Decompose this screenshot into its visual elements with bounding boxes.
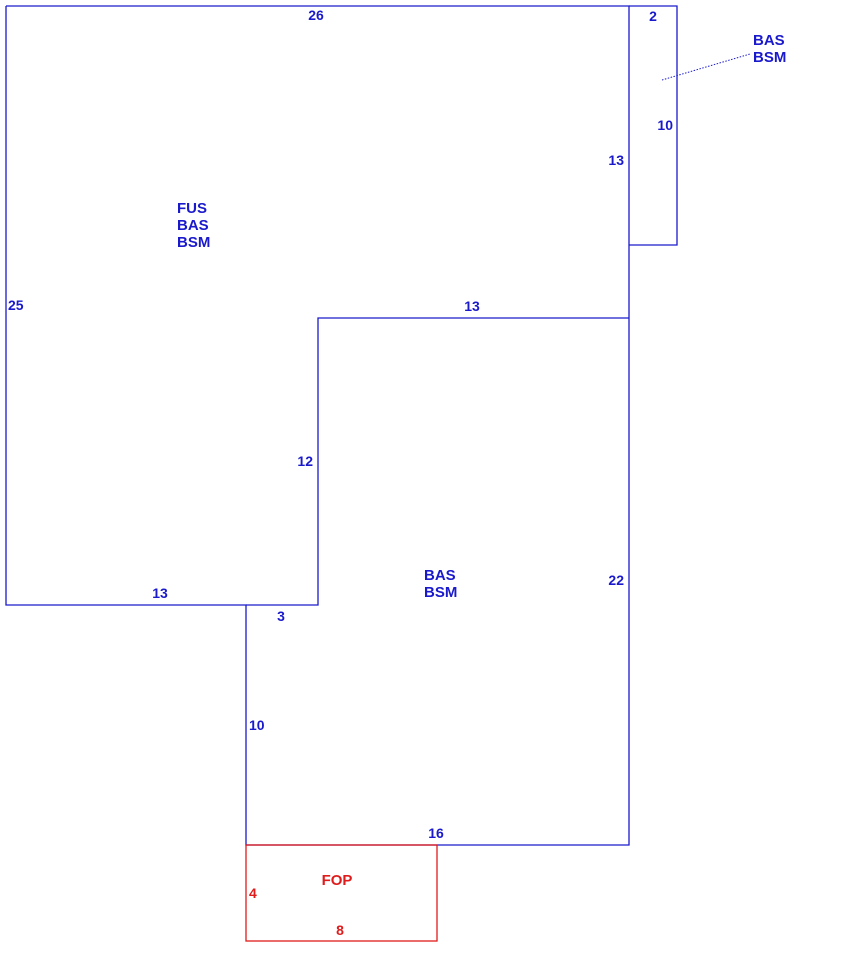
bump-code-1: BAS [753, 32, 785, 49]
porch-outline [245, 844, 438, 942]
dim-bump-side: 10 [657, 117, 673, 133]
dim-porch-side: 4 [249, 885, 257, 901]
porch-code: FOP [322, 872, 353, 889]
dim-main-top: 26 [308, 7, 324, 23]
bump-out-codes: BAS BSM [753, 32, 786, 66]
dim-addition-left: 10 [249, 717, 265, 733]
main-code-2: BAS [177, 217, 209, 234]
dim-step-top: 13 [464, 298, 480, 314]
dim-addition-step: 3 [277, 608, 285, 624]
main-code-1: FUS [177, 200, 207, 217]
dim-addition-bottom: 16 [428, 825, 444, 841]
living-area-outline [5, 5, 678, 846]
addition-code-2: BSM [424, 584, 457, 601]
bump-out-outline [629, 5, 678, 246]
dim-step-side: 12 [297, 453, 313, 469]
dim-main-bottom: 13 [152, 585, 168, 601]
dim-main-left: 25 [8, 297, 24, 313]
interior-partition [246, 317, 629, 606]
bump-code-2: BSM [753, 49, 786, 66]
main-block-codes: FUS BAS BSM [177, 200, 210, 251]
dim-addition-right: 22 [608, 572, 624, 588]
dim-main-inner-right: 13 [608, 152, 624, 168]
main-code-3: BSM [177, 234, 210, 251]
dim-porch-bottom: 8 [336, 922, 344, 938]
bump-out-leader-line [661, 53, 751, 81]
addition-block-codes: BAS BSM [424, 567, 457, 601]
addition-code-1: BAS [424, 567, 456, 584]
dim-bump-top: 2 [649, 8, 657, 24]
